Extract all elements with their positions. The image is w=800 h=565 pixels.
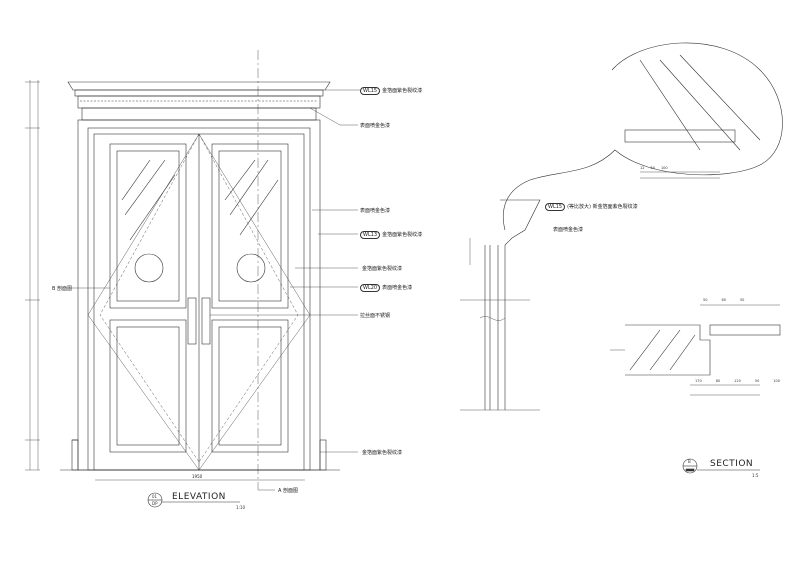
dim: 80	[715, 379, 721, 383]
elevation-ref-sheet: DP	[152, 501, 158, 506]
material-tag: WL13	[360, 231, 381, 239]
label-text: 表面喷金色漆	[382, 285, 413, 291]
left-dimension-chain	[25, 80, 40, 471]
detail-dimensions-top: 12 50 100	[640, 166, 668, 170]
dim: 60	[721, 298, 726, 302]
elevation-ref-number: 01	[152, 494, 158, 499]
threshold-dimensions-bottom: 170 80 120 50 100	[695, 379, 780, 383]
label-gold-spray-1: 表面喷金色漆	[360, 123, 391, 129]
dim: 100	[773, 379, 780, 383]
section-b-callout: B 剖面图	[52, 286, 73, 292]
enlarged-detail-bubble	[502, 42, 783, 231]
dim: 12	[640, 166, 645, 170]
label-section-paint: WL15(等比放大) 新金箔面紫色裂纹漆	[545, 203, 638, 211]
dim: 120	[734, 379, 741, 383]
dim: 50	[703, 298, 708, 302]
elevation-scale: 1:10	[236, 505, 245, 510]
section-a-callout: A 剖面图	[278, 488, 299, 494]
threshold-dimensions-top: 50 60 50	[703, 298, 744, 302]
threshold-detail	[610, 304, 781, 396]
label-text: 金箔面紫色裂纹漆	[382, 88, 423, 94]
elevation-leaders	[70, 89, 360, 491]
elevation-title-marker	[147, 492, 240, 508]
label-stainless-handle: 拉丝面不锈钢	[360, 313, 391, 319]
elevation-title: ELEVATION	[172, 492, 226, 502]
material-tag: WL20	[360, 284, 381, 292]
material-tag: WL15	[360, 87, 381, 95]
section-title-marker	[682, 458, 760, 474]
dim: 50	[739, 298, 745, 302]
label-leaf-paint: 金箔面紫色裂纹漆	[362, 266, 403, 272]
section-title: SECTION	[710, 459, 754, 469]
label-text: (等比放大) 新金箔面紫色裂纹漆	[567, 204, 638, 210]
dim: 170	[695, 379, 702, 383]
dim: 50	[754, 379, 760, 383]
width-dimension: 1950	[192, 474, 203, 479]
material-tag: WL15	[545, 203, 566, 211]
door-leaves	[109, 134, 289, 470]
door-section-profile	[460, 199, 541, 411]
section-scale: 1:5	[752, 473, 759, 478]
door-cornice	[67, 81, 331, 121]
label-text: 金箔面紫色裂纹漆	[382, 232, 423, 238]
label-gold-spray-2: 表面喷金色漆	[360, 208, 391, 214]
label-base-paint: 金箔面紫色裂纹漆	[362, 450, 403, 456]
label-section-gold: 表面喷金色漆	[553, 227, 584, 233]
section-ref-letter: B	[688, 459, 691, 464]
dim: 100	[660, 166, 668, 170]
dim: 50	[650, 166, 655, 170]
door-frame	[60, 119, 340, 471]
